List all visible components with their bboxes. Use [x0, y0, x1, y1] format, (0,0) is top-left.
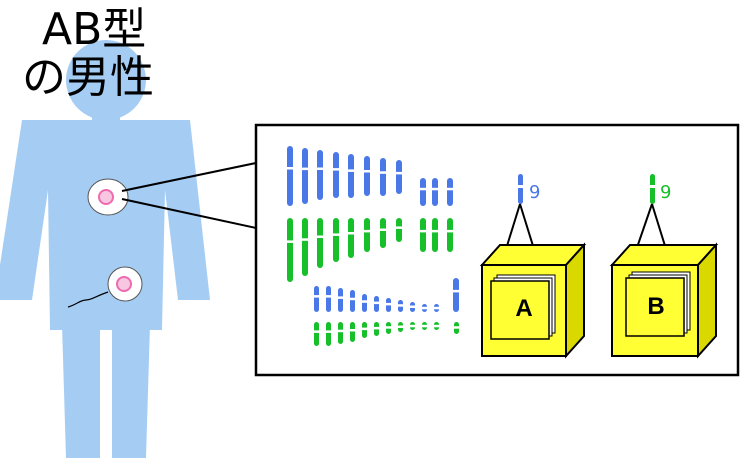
chromosome [379, 158, 387, 196]
chromosome [421, 304, 428, 312]
chromosome [452, 278, 460, 312]
chromosome [409, 322, 416, 330]
chromosome [316, 218, 324, 268]
gene-box-a: A [479, 242, 587, 359]
chromosome [395, 160, 403, 194]
nucleus [98, 189, 114, 205]
chromosome [453, 322, 460, 334]
chromosome [433, 304, 440, 312]
chromosome [397, 300, 404, 312]
chromosome [337, 288, 344, 312]
chromosome-9-green: 9 [648, 174, 671, 204]
chromosome-9-green-label: 9 [660, 182, 671, 203]
chromosome [349, 290, 356, 312]
left-leg [62, 325, 100, 458]
title-line-2: の男性 [22, 52, 154, 103]
chromosome [433, 322, 440, 330]
chromosome [332, 152, 340, 198]
chromosome [446, 178, 454, 206]
chromosome [373, 296, 380, 312]
title-line-1: AB型 [42, 4, 147, 55]
chromosome [363, 156, 371, 196]
chromosome [347, 154, 355, 198]
chromosome [301, 148, 309, 204]
chromosome [421, 322, 428, 330]
chromosome [373, 322, 380, 336]
body-cell [87, 178, 129, 216]
chromosome-9-blue-label: 9 [529, 182, 540, 203]
chromosome [286, 218, 294, 282]
chromosome [286, 146, 294, 206]
chromosome [313, 322, 320, 346]
nucleus [116, 276, 132, 292]
chromosome [409, 302, 416, 312]
chromosome [431, 218, 439, 252]
gene-box-b-label: B [647, 293, 664, 320]
chromosome [397, 322, 404, 332]
human-figure [0, 40, 210, 458]
chromosome [361, 294, 368, 312]
chromosome [361, 322, 368, 338]
chromosome [419, 218, 427, 252]
right-leg [112, 325, 150, 458]
chromosome [431, 178, 439, 206]
gene-box-a-label: A [515, 295, 532, 322]
sperm-cell [67, 266, 143, 308]
chromosome [395, 218, 403, 242]
chromosome [347, 218, 355, 258]
chromosome [316, 150, 324, 200]
chromosome [301, 218, 309, 276]
chromosome [349, 322, 356, 342]
chromosome [385, 298, 392, 312]
chromosome [385, 322, 392, 334]
chromosome [332, 218, 340, 262]
chromosome [313, 286, 320, 312]
chromosome [446, 218, 454, 252]
chromosome-9-blue: 9 [516, 174, 540, 204]
head [66, 40, 146, 120]
chromosome [379, 218, 387, 248]
sperm-tail [67, 291, 109, 308]
chromosome [325, 322, 332, 346]
chromosome [419, 178, 427, 206]
chromosome [363, 218, 371, 252]
chromosome [325, 286, 332, 312]
chromosome [337, 322, 344, 344]
karyotype [286, 146, 460, 346]
torso-and-arms [0, 120, 210, 330]
gene-box-b: B [609, 242, 719, 359]
zoom-lines [121, 162, 257, 229]
